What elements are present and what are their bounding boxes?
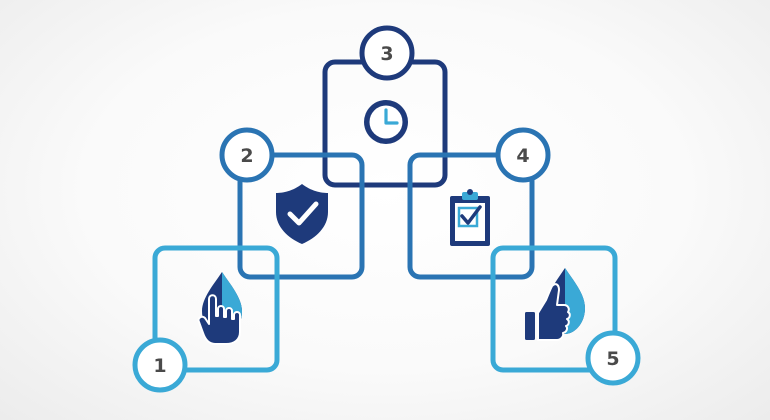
step-4 <box>407 152 535 280</box>
step-5 <box>490 245 618 373</box>
step-3 <box>322 59 448 188</box>
clock-icon <box>364 100 408 144</box>
step-2-number: 2 <box>240 145 253 167</box>
step-1-frame <box>152 245 280 373</box>
step-3-badge: 3 <box>359 25 415 81</box>
step-1-badge: 1 <box>132 337 188 393</box>
step-4-badge: 4 <box>495 127 551 183</box>
step-3-number: 3 <box>380 43 393 65</box>
step-2-frame <box>237 152 365 280</box>
step-2-badge: 2 <box>219 127 275 183</box>
step-5-frame <box>490 245 618 373</box>
step-4-number: 4 <box>516 145 529 167</box>
hand-drop-icon <box>197 272 242 345</box>
step-4-frame <box>407 152 535 280</box>
clipboard-check-icon <box>450 189 490 246</box>
step-5-number: 5 <box>606 348 619 370</box>
step-1 <box>152 245 280 373</box>
step-1-number: 1 <box>153 355 166 377</box>
step-2 <box>237 152 365 280</box>
shield-check-icon <box>276 184 328 244</box>
thumbs-up-drop-icon <box>525 268 585 341</box>
step-5-badge: 5 <box>585 330 641 386</box>
